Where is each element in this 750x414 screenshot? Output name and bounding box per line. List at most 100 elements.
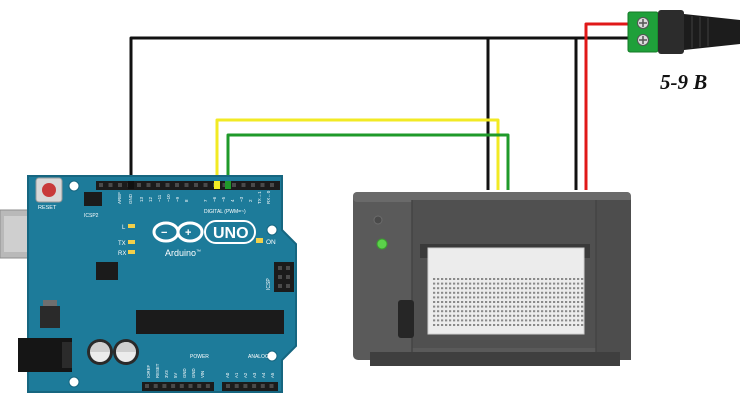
pin-4-label: 4 [230, 199, 235, 202]
paper-dot [505, 314, 508, 317]
paper-dot [449, 296, 452, 299]
paper-dot [541, 282, 544, 285]
paper-dot [517, 324, 520, 326]
paper-dot [525, 324, 528, 326]
paper-dot [449, 291, 452, 294]
paper-dot [581, 282, 584, 285]
paper-dot [525, 287, 528, 290]
icsp2-header [84, 192, 102, 206]
paper-dot [433, 282, 436, 285]
paper-dot [493, 287, 496, 290]
printer-power-button-icon[interactable] [373, 215, 383, 225]
paper-dot [445, 310, 448, 313]
paper-dot [545, 310, 548, 313]
paper-dot [541, 287, 544, 290]
paper-dot [505, 301, 508, 303]
paper-dot [501, 324, 504, 326]
paper-dot [525, 310, 528, 313]
paper-dot [445, 314, 448, 317]
paper-dot [457, 291, 460, 294]
paper-dot [525, 291, 528, 294]
paper-dot [457, 296, 460, 299]
paper-dot [513, 305, 516, 308]
paper-dot [533, 296, 536, 299]
paper-dot [493, 324, 496, 326]
pin-socket [171, 384, 176, 388]
paper-dot [517, 305, 520, 308]
paper-dot [449, 282, 452, 285]
paper-dot [505, 296, 508, 299]
pin-socket [278, 284, 282, 288]
paper-dot [565, 319, 568, 322]
paper-dot [493, 278, 496, 280]
paper-dot [433, 287, 436, 290]
paper-dot [541, 310, 544, 313]
paper-feed-button[interactable] [398, 300, 414, 338]
paper-dot [541, 319, 544, 322]
paper-dot [525, 305, 528, 308]
paper-dot-pattern [433, 278, 584, 326]
paper-dot [501, 319, 504, 322]
paper-dot [445, 278, 448, 280]
paper-dot [541, 314, 544, 317]
paper-dot [497, 282, 500, 285]
paper-dot [477, 291, 480, 294]
paper-dot [465, 296, 468, 299]
thermal-printer [353, 192, 631, 366]
pin-a0-label: A0 [225, 372, 230, 378]
wire-rx-green [226, 133, 510, 190]
reset-button-cap[interactable] [42, 183, 56, 197]
paper-dot [489, 305, 492, 308]
paper-dot [457, 324, 460, 326]
paper-dot [537, 296, 540, 299]
pin-socket [278, 266, 282, 270]
paper-dot [577, 314, 580, 317]
paper-dot [437, 310, 440, 313]
pin-6-label: ~6 [212, 196, 217, 202]
paper-dot [433, 319, 436, 322]
pin-socket [241, 183, 246, 187]
pin-vin-label: VIN [200, 371, 205, 378]
paper-dot [513, 282, 516, 285]
pin-socket [269, 384, 274, 388]
paper-dot [465, 282, 468, 285]
analog-header [222, 382, 278, 391]
paper-dot [537, 287, 540, 290]
pin-gnd1-label: GND [182, 368, 187, 378]
paper-dot [449, 278, 452, 280]
paper-dot [565, 282, 568, 285]
paper-dot [577, 282, 580, 285]
paper-dot [537, 282, 540, 285]
paper-dot [565, 287, 568, 290]
paper-dot [473, 287, 476, 290]
paper-dot [553, 296, 556, 299]
paper-dot [517, 319, 520, 322]
paper-dot [437, 287, 440, 290]
pin-socket [205, 384, 210, 388]
paper-dot [529, 301, 532, 303]
paper-dot [573, 301, 576, 303]
paper-dot [473, 310, 476, 313]
paper-dot [565, 278, 568, 280]
paper-dot [493, 305, 496, 308]
pin-5v-label: 5V [173, 373, 178, 378]
pin-socket [270, 183, 274, 187]
paper-dot [525, 296, 528, 299]
digital-label: DIGITAL (PWM=~) [204, 209, 246, 215]
paper-dot [441, 291, 444, 294]
paper-dot [537, 305, 540, 308]
paper-dot [541, 296, 544, 299]
paper-dot [557, 282, 560, 285]
paper-dot [493, 296, 496, 299]
paper-dot [509, 305, 512, 308]
paper-dot [441, 301, 444, 303]
paper-dot [533, 319, 536, 322]
paper-dot [529, 310, 532, 313]
pin-socket [179, 384, 184, 388]
paper-dot [465, 324, 468, 326]
pin-socket [162, 384, 167, 388]
paper-dot [521, 310, 524, 313]
paper-dot [577, 291, 580, 294]
paper-dot [581, 310, 584, 313]
paper-dot [481, 301, 484, 303]
